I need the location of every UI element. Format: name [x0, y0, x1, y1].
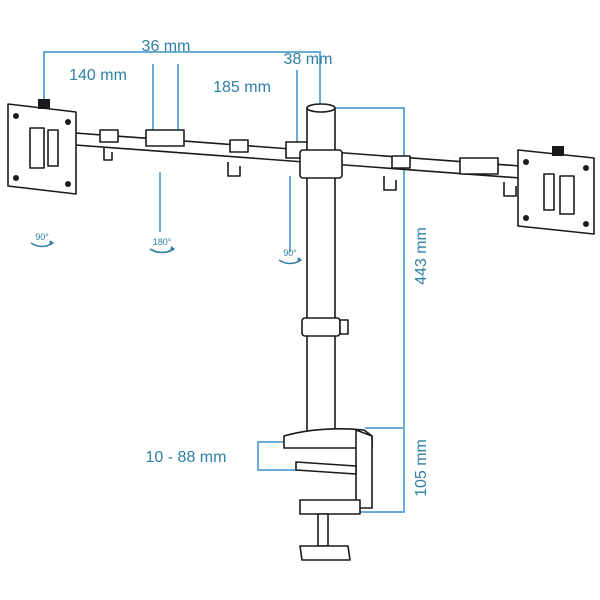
arrowhead-icon — [49, 240, 54, 246]
rotation-label-center-joint: 90° — [283, 248, 297, 258]
plate-right-body — [517, 149, 595, 235]
arrowhead-icon — [297, 257, 302, 263]
clamp-back — [355, 429, 373, 509]
dim-label-right-offset: 38 mm — [284, 51, 333, 68]
arrowhead-icon — [170, 246, 175, 252]
rotation-indicator-center-joint: 90° — [278, 248, 302, 265]
dimension-lines — [43, 51, 405, 513]
plate-slot — [47, 129, 59, 167]
rotation-indicator-left-plate: 90° — [30, 232, 54, 248]
clamp-knob — [299, 545, 351, 561]
screw-hole — [583, 165, 589, 171]
tilt-knob — [552, 146, 564, 156]
screw-hole — [65, 181, 71, 187]
dim-label-pole-height: 443 mm — [413, 227, 430, 285]
arm-joint — [391, 155, 411, 169]
collar-screw — [339, 319, 349, 335]
tilt-knob — [38, 99, 50, 109]
screw-hole — [583, 221, 589, 227]
rotation-label-left-plate: 90° — [35, 232, 49, 242]
pole — [299, 103, 349, 435]
screw-hole — [13, 113, 19, 119]
clamp-jaw — [295, 461, 357, 475]
arm-joint — [229, 139, 249, 153]
screw-hole — [13, 175, 19, 181]
dim-line-pole-height — [322, 107, 405, 513]
screw-hole — [523, 159, 529, 165]
dim-label-clamp-range: 10 - 88 mm — [146, 449, 227, 466]
arm-joint-right — [459, 157, 499, 175]
rotation-label-left-joint: 180° — [153, 237, 172, 247]
cable-clip — [227, 162, 241, 177]
cable-clip — [383, 176, 397, 191]
cable-clip — [503, 182, 517, 197]
plate-slot — [559, 175, 575, 215]
dim-label-top-span: 36 mm — [142, 38, 191, 55]
dim-line-top-span — [43, 51, 321, 108]
clamp-bottom-bar — [299, 499, 361, 515]
pole-cap — [306, 103, 336, 113]
screw-hole — [65, 119, 71, 125]
dim-label-left-arm: 140 mm — [69, 67, 127, 84]
plate-slot — [29, 127, 45, 169]
rotation-indicator-left-joint: 180° — [149, 237, 175, 254]
plate-slot — [543, 173, 555, 211]
screw-hole — [523, 215, 529, 221]
dim-line-left-arm — [152, 64, 179, 132]
desk-clamp — [283, 428, 373, 561]
height-collar — [301, 317, 341, 337]
dim-label-clamp-height: 105 mm — [413, 439, 430, 497]
vesa-plate-right — [517, 146, 595, 235]
arm-collar — [299, 149, 343, 179]
dim-label-middle-arm: 185 mm — [213, 79, 271, 96]
arm-joint-left — [145, 129, 185, 147]
vesa-plate-left — [7, 99, 77, 195]
arm-joint — [99, 129, 119, 143]
clamp-screw — [317, 513, 329, 547]
cable-clip — [103, 148, 113, 161]
dim-line-joints — [159, 172, 291, 252]
